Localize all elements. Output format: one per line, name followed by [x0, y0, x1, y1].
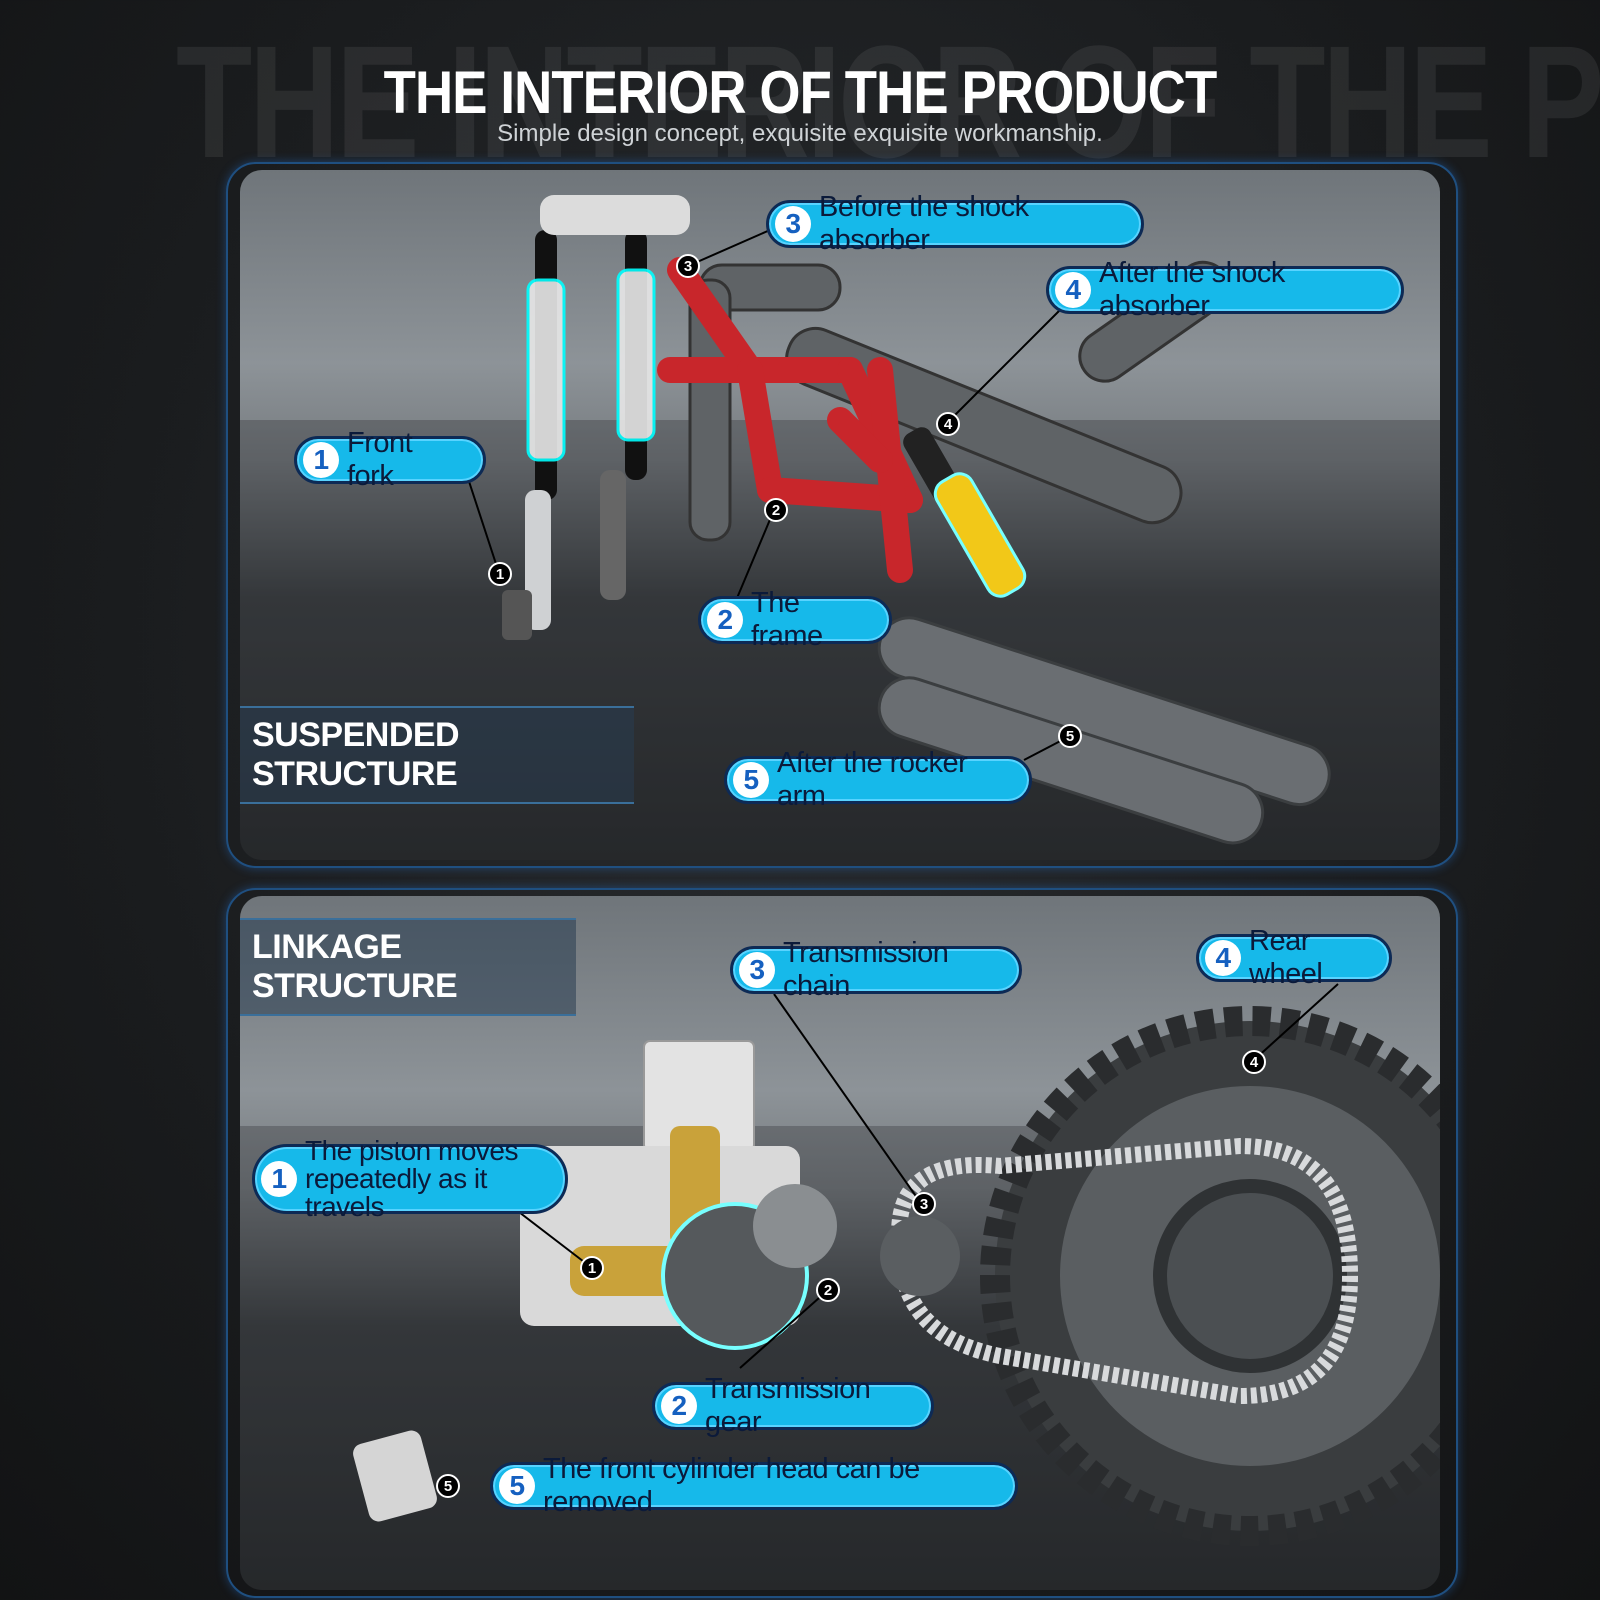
callout-number: 4: [1205, 940, 1241, 976]
callout-number: 3: [775, 206, 811, 242]
marker-front-fork: 1: [488, 562, 512, 586]
suspended-structure-label: SUSPENDED STRUCTURE: [240, 706, 634, 804]
marker-frame: 2: [764, 498, 788, 522]
rear-wheel-image: [980, 1006, 1440, 1546]
page-title: THE INTERIOR OF THE PRODUCT: [383, 59, 1218, 126]
callout-text: The frame: [751, 587, 823, 652]
callout-front-fork: 1 Front fork: [294, 427, 486, 492]
marker-cylinder-head: 5: [436, 1474, 460, 1498]
callout-front-shock: 3 Before the shock absorber: [766, 191, 1144, 256]
marker-rear-shock: 4: [936, 412, 960, 436]
marker-rear-wheel: 4: [1242, 1050, 1266, 1074]
callout-text: Front fork: [347, 427, 413, 492]
callout-rocker-arm: 5 After the rocker arm: [724, 747, 1032, 812]
cylinder-head-image: [353, 1430, 437, 1522]
callout-cylinder-head: 5 The front cylinder head can be removed: [490, 1453, 1018, 1518]
page-subtitle: Simple design concept, exquisite exquisi…: [497, 120, 1103, 147]
callout-text-line1: The piston moves: [305, 1135, 519, 1166]
callout-text: The piston moves repeatedly as it travel…: [305, 1137, 547, 1221]
red-frame-image: [657, 257, 923, 583]
linkage-panel-frame: [226, 888, 1458, 1598]
linkage-illustration: [240, 1006, 1440, 1590]
callout-number: 5: [733, 762, 769, 798]
callout-text: The front cylinder head can be removed: [543, 1453, 920, 1518]
callout-number: 5: [499, 1468, 535, 1504]
background-watermark-title: THE INTERIOR OF THE PRODUCT: [176, 12, 1600, 191]
engine-image: [520, 1040, 960, 1350]
callout-number: 1: [261, 1161, 297, 1197]
front-fork-image: [502, 195, 690, 640]
callout-rear-shock: 4 After the shock absorber: [1046, 257, 1404, 322]
callout-text: Rear wheel: [1249, 925, 1323, 990]
linkage-structure-panel: LINKAGE STRUCTURE 1 2 3 4 5 1 The piston…: [240, 896, 1440, 1590]
callout-transmission-gear: 2 Transmission gear: [652, 1373, 934, 1438]
suspended-structure-panel: SUSPENDED STRUCTURE 1 2 3 4 5 1 Front fo…: [240, 170, 1440, 860]
callout-number: 1: [303, 442, 339, 478]
callout-text: After the rocker arm: [777, 747, 968, 812]
chain-image: [891, 1137, 1359, 1405]
rear-shock-image: [903, 427, 1027, 598]
callout-text: After the shock absorber: [1099, 257, 1285, 322]
callout-text: Transmission gear: [705, 1373, 871, 1438]
callout-number: 4: [1055, 272, 1091, 308]
callout-transmission-chain: 3 Transmission chain: [730, 937, 1022, 1002]
marker-transmission-chain: 3: [912, 1192, 936, 1216]
marker-front-shock: 3: [676, 254, 700, 278]
callout-text-line2: repeatedly as it travels: [305, 1163, 487, 1222]
callout-frame: 2 The frame: [698, 587, 892, 652]
callout-number: 2: [707, 602, 743, 638]
callout-rear-wheel: 4 Rear wheel: [1196, 925, 1392, 990]
marker-transmission-gear: 2: [816, 1278, 840, 1302]
suspended-panel-frame: [226, 162, 1458, 868]
callout-piston: 1 The piston moves repeatedly as it trav…: [252, 1137, 568, 1221]
callout-number: 2: [661, 1388, 697, 1424]
marker-piston: 1: [580, 1256, 604, 1280]
callout-number: 3: [739, 952, 775, 988]
callout-text: Before the shock absorber: [819, 191, 1029, 256]
marker-rocker-arm: 5: [1058, 724, 1082, 748]
callout-text: Transmission chain: [783, 937, 949, 1002]
linkage-structure-label: LINKAGE STRUCTURE: [240, 918, 576, 1016]
